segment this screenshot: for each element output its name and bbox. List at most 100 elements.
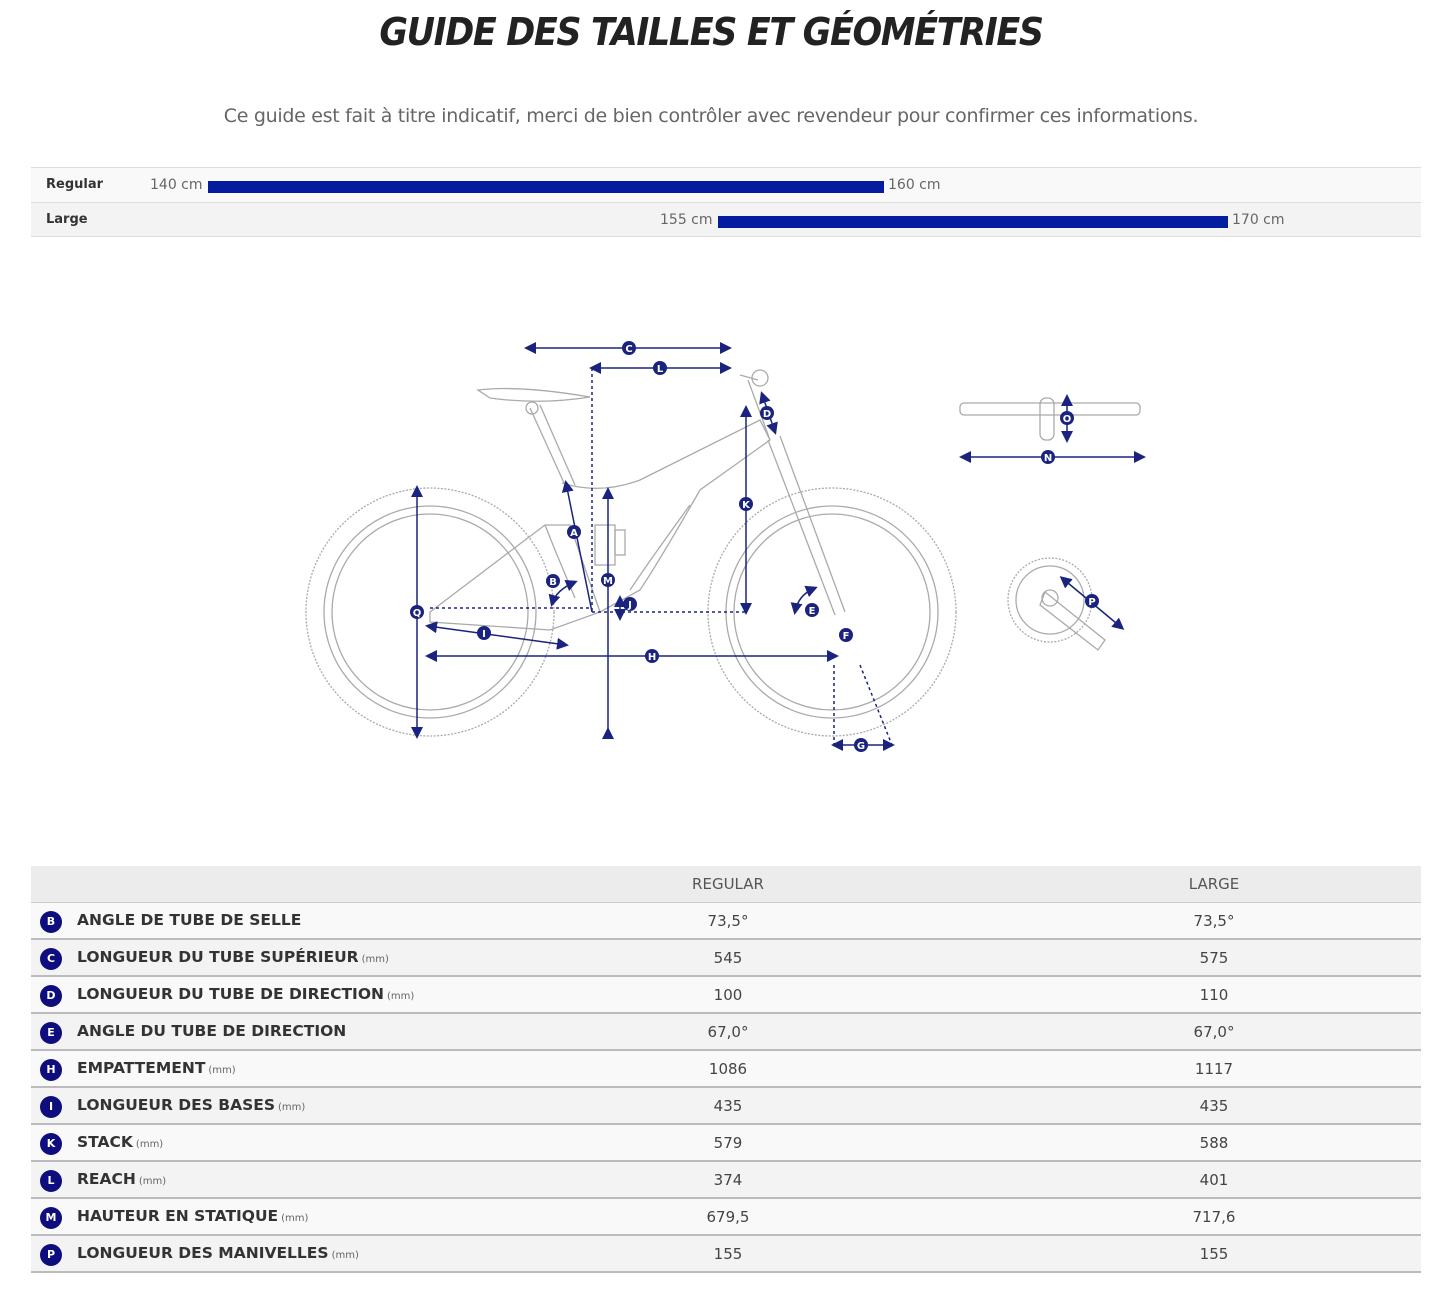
- marker-h: H: [645, 649, 659, 663]
- svg-text:D: D: [763, 409, 771, 420]
- row-label: LONGUEUR DES MANIVELLES: [77, 1244, 329, 1262]
- row-unit: (mm): [386, 991, 415, 1002]
- row-label: EMPATTEMENT: [77, 1059, 206, 1077]
- svg-text:N: N: [1044, 453, 1052, 464]
- letter-badge: P: [40, 1244, 62, 1266]
- marker-q: Q: [410, 605, 424, 619]
- range-min: 155 cm: [660, 212, 713, 228]
- svg-text:O: O: [1063, 414, 1072, 425]
- row-label: HAUTEUR EN STATIQUE: [77, 1207, 279, 1225]
- size-row-regular: Regular 140 cm 160 cm: [31, 167, 1421, 202]
- table-row: I LONGUEUR DES BASES(mm) 435 435: [31, 1088, 1421, 1125]
- marker-f: F: [839, 628, 853, 642]
- marker-d: D: [760, 406, 774, 420]
- row-unit: (mm): [278, 1102, 306, 1113]
- table-row: M HAUTEUR EN STATIQUE(mm) 679,5 717,6: [31, 1199, 1421, 1236]
- range-bar: [208, 181, 884, 193]
- svg-text:E: E: [809, 606, 816, 617]
- row-label: LONGUEUR DU TUBE SUPÉRIEUR: [77, 948, 359, 966]
- table-row: P LONGUEUR DES MANIVELLES(mm) 155 155: [31, 1236, 1421, 1273]
- value-large: 435: [1199, 1097, 1229, 1115]
- marker-l: L: [653, 361, 667, 375]
- row-label: LONGUEUR DES BASES: [77, 1096, 276, 1114]
- marker-m: M: [601, 573, 615, 587]
- value-regular: 579: [713, 1134, 743, 1152]
- bike-geometry-diagram: C L D K A B M J Q I H E F G O N P: [305, 341, 1146, 752]
- marker-k: K: [739, 497, 753, 511]
- row-label: ANGLE DE TUBE DE SELLE: [77, 911, 302, 929]
- marker-g: G: [854, 738, 868, 752]
- row-unit: (mm): [208, 1065, 236, 1076]
- value-large: 588: [1199, 1134, 1229, 1152]
- letter-badge: M: [40, 1207, 62, 1229]
- row-label: LONGUEUR DU TUBE DE DIRECTION: [77, 985, 384, 1003]
- table-row: E ANGLE DU TUBE DE DIRECTION 67,0° 67,0°: [31, 1014, 1421, 1051]
- letter-badge: C: [40, 948, 62, 970]
- value-large: 67,0°: [1193, 1023, 1235, 1041]
- letter-badge: K: [40, 1133, 62, 1155]
- svg-text:P: P: [1088, 597, 1095, 608]
- table-row: C LONGUEUR DU TUBE SUPÉRIEUR(mm) 545 575: [31, 940, 1421, 977]
- svg-text:I: I: [482, 629, 486, 640]
- letter-badge: H: [40, 1059, 62, 1081]
- svg-text:L: L: [657, 364, 664, 375]
- table-row: H EMPATTEMENT(mm) 1086 1117: [31, 1051, 1421, 1088]
- marker-j: J: [623, 597, 637, 611]
- svg-text:M: M: [603, 576, 613, 587]
- marker-b: B: [546, 574, 560, 588]
- value-regular: 1086: [708, 1060, 748, 1078]
- svg-text:B: B: [549, 577, 557, 588]
- range-max: 170 cm: [1232, 212, 1285, 228]
- row-unit: (mm): [138, 1176, 167, 1187]
- value-large: 73,5°: [1193, 912, 1235, 930]
- row-label: ANGLE DU TUBE DE DIRECTION: [77, 1022, 347, 1040]
- size-range-table: Regular 140 cm 160 cm Large 155 cm 170 c…: [31, 167, 1421, 237]
- geometry-table-header: REGULAR LARGE: [31, 866, 1421, 903]
- letter-badge: D: [40, 985, 62, 1007]
- value-large: 717,6: [1192, 1208, 1236, 1226]
- letter-badge: B: [40, 911, 62, 933]
- marker-p: P: [1085, 594, 1099, 608]
- range-bar: [718, 216, 1228, 228]
- page-title: GUIDE DES TAILLES ET GÉOMÉTRIES: [379, 10, 1044, 54]
- column-header-regular: REGULAR: [692, 875, 764, 893]
- svg-text:K: K: [742, 500, 751, 511]
- value-regular: 679,5: [706, 1208, 750, 1226]
- marker-c: C: [622, 341, 636, 355]
- value-regular: 100: [713, 986, 743, 1004]
- table-row: L REACH(mm) 374 401: [31, 1162, 1421, 1199]
- value-large: 155: [1199, 1245, 1229, 1263]
- table-row: B ANGLE DE TUBE DE SELLE 73,5° 73,5°: [31, 903, 1421, 940]
- row-unit: (mm): [135, 1139, 164, 1150]
- page-subtitle: Ce guide est fait à titre indicatif, mer…: [223, 105, 1199, 127]
- svg-text:J: J: [627, 600, 632, 611]
- size-label: Regular: [46, 177, 104, 192]
- range-min: 140 cm: [150, 177, 203, 193]
- marker-a: A: [567, 525, 581, 539]
- geometry-table: REGULAR LARGE B ANGLE DE TUBE DE SELLE 7…: [31, 866, 1421, 1273]
- marker-o: O: [1060, 411, 1074, 425]
- value-regular: 545: [713, 949, 743, 967]
- row-label: REACH: [77, 1170, 136, 1188]
- size-label: Large: [46, 212, 88, 227]
- svg-text:H: H: [648, 652, 656, 663]
- value-regular: 155: [713, 1245, 743, 1263]
- value-large: 401: [1199, 1171, 1229, 1189]
- value-regular: 67,0°: [707, 1023, 749, 1041]
- letter-badge: L: [40, 1170, 62, 1192]
- column-header-large: LARGE: [1188, 875, 1240, 893]
- svg-text:A: A: [570, 528, 578, 539]
- row-unit: (mm): [331, 1250, 359, 1261]
- svg-text:G: G: [857, 741, 865, 752]
- row-unit: (mm): [281, 1213, 309, 1224]
- row-unit: (mm): [361, 954, 389, 965]
- marker-e: E: [805, 603, 819, 617]
- svg-text:Q: Q: [413, 608, 422, 619]
- table-row: D LONGUEUR DU TUBE DE DIRECTION(mm) 100 …: [31, 977, 1421, 1014]
- letter-badge: E: [40, 1022, 62, 1044]
- table-row: K STACK(mm) 579 588: [31, 1125, 1421, 1162]
- value-large: 1117: [1194, 1060, 1234, 1078]
- value-large: 575: [1199, 949, 1229, 967]
- marker-n: N: [1041, 450, 1055, 464]
- value-regular: 374: [713, 1171, 743, 1189]
